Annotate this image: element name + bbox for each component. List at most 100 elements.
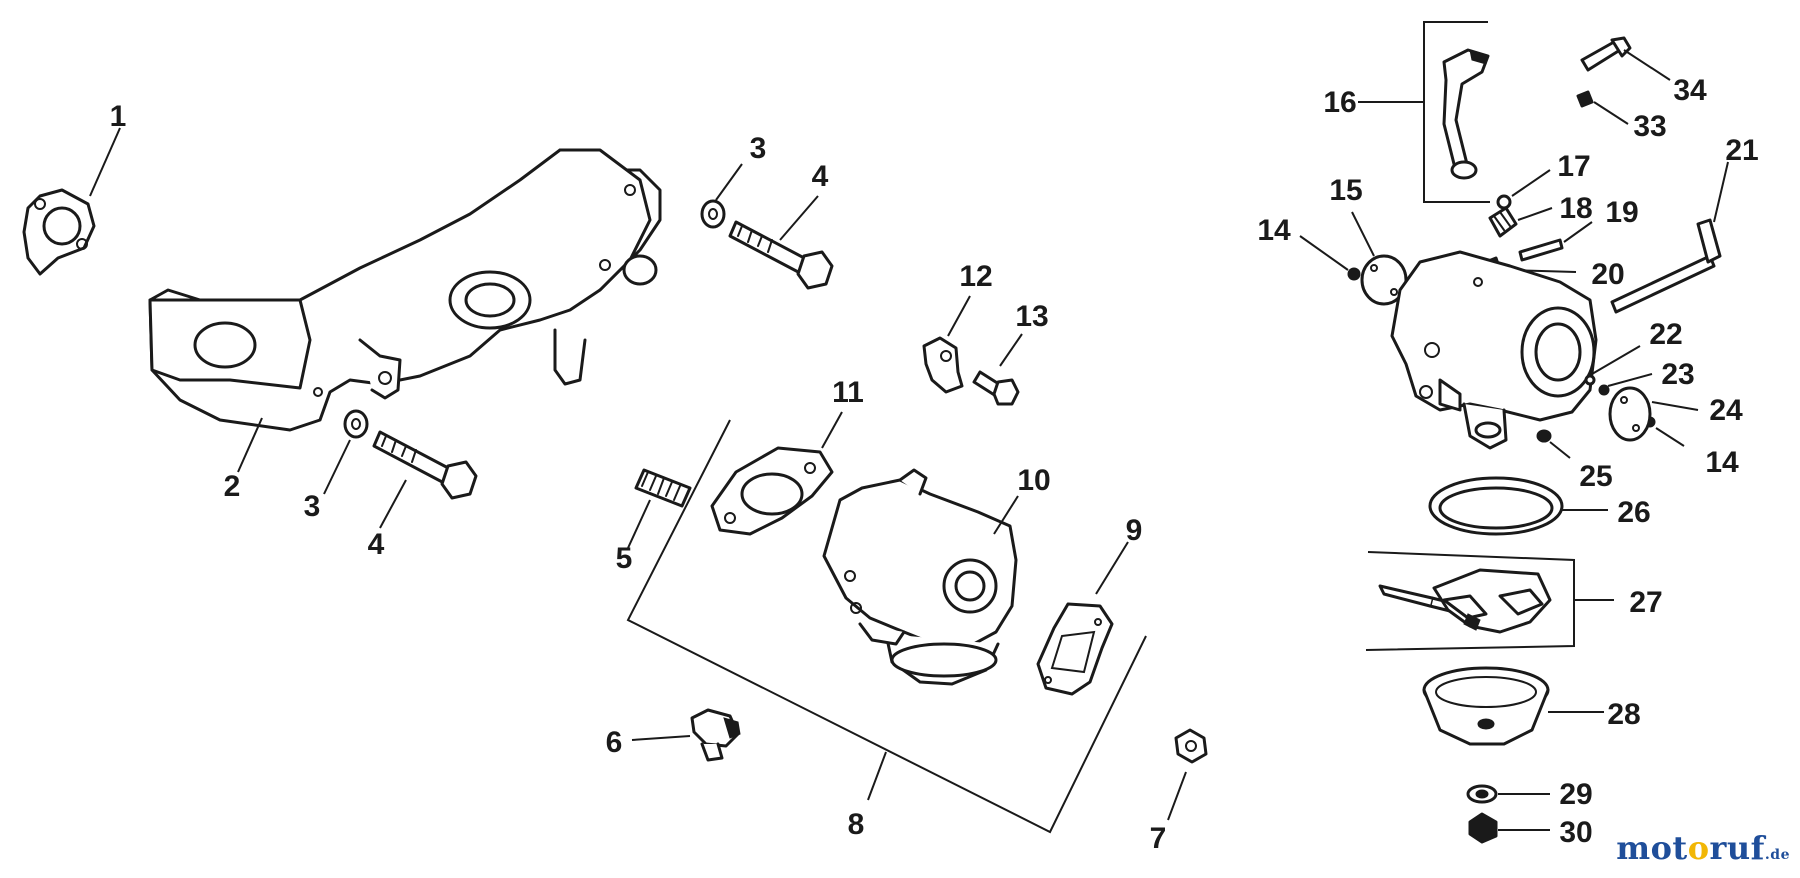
leader-17 [1511,169,1551,197]
callout-2: 2 [224,470,241,503]
callout-30: 30 [1559,816,1592,849]
part-21-throttle-shaft [1610,218,1722,314]
watermark-part-c: ruf [1709,829,1765,867]
leader-3b [323,439,351,495]
part-10-carburetor [822,468,1018,686]
callout-26: 26 [1617,496,1650,529]
callout-18: 18 [1559,192,1592,225]
leader-34 [1623,49,1671,81]
part-24-throttle-plate [1608,386,1652,442]
callout-17: 17 [1557,150,1590,183]
leader-14a [1299,235,1349,271]
leader-8 [867,751,887,801]
callout-1: 1 [110,100,127,133]
callout-29: 29 [1559,778,1592,811]
part-18-spring [1488,206,1518,238]
leader-12 [947,295,971,337]
part-16-choke-assembly [1423,21,1490,203]
leader-6 [631,735,691,741]
part-4-bolt-upper [728,220,834,290]
watermark-tld: .de [1764,847,1790,863]
callout-12: 12 [959,260,992,293]
part-22-screw [1584,374,1596,386]
part-29-washer [1466,784,1498,804]
part-23-washer [1598,384,1610,396]
part-33-spring [1576,90,1594,108]
leader-1 [89,127,121,197]
callout-24: 24 [1709,394,1743,427]
watermark-part-b: o [1687,829,1710,867]
part-9-gasket [1036,602,1114,696]
part-26-gasket-ring [1428,476,1564,536]
callout-19: 19 [1605,196,1638,229]
callout-5: 5 [616,542,633,575]
part-3-washer-upper [700,199,726,229]
callout-4-upper: 4 [812,160,829,193]
callout-14-left: 14 [1257,214,1291,247]
leader-4a [779,195,819,241]
callout-9: 9 [1126,514,1143,547]
callout-25: 25 [1579,460,1612,493]
callout-15: 15 [1329,174,1362,207]
part-15-plate [1360,254,1408,306]
callout-3-lower: 3 [304,490,321,523]
leader-25 [1549,441,1571,459]
leader-7 [1167,771,1187,821]
leader-9 [1095,541,1129,595]
leader-3a [715,163,743,201]
callout-34: 34 [1673,74,1707,107]
part-5-stud [634,468,692,508]
part-1-gasket [22,188,96,276]
leader-5 [627,499,651,549]
callout-22: 22 [1649,318,1682,351]
callout-11: 11 [832,376,864,409]
callout-3-upper: 3 [750,132,767,165]
watermark-part-a: mot [1616,829,1688,867]
leader-24 [1651,401,1699,411]
leader-4b [379,479,407,529]
leader-23 [1607,373,1653,387]
callout-28: 28 [1607,698,1640,731]
leader-18 [1517,207,1553,221]
callout-20: 20 [1591,258,1624,291]
part-34-screw [1580,36,1632,72]
leader-22 [1591,345,1641,375]
callout-16: 16 [1323,86,1356,119]
part-2-manifold [148,148,662,432]
callout-21: 21 [1725,134,1758,167]
part-19-needle [1518,238,1564,262]
callout-13: 13 [1015,300,1048,333]
part-14-screw-left [1347,267,1361,281]
part-17-screw [1496,194,1512,210]
part-8-kit-outline [626,419,1147,834]
callout-10: 10 [1017,464,1050,497]
callout-14-right: 14 [1705,446,1739,479]
leader-14b [1655,427,1685,447]
callout-8: 8 [848,808,865,841]
part-4-bolt-lower [372,430,478,500]
part-13-screw [972,370,1020,406]
carburetor-body-right [1390,250,1598,450]
leader-33 [1593,101,1629,125]
leader-11 [821,411,843,449]
callout-27: 27 [1629,586,1662,619]
leader-19 [1563,221,1593,243]
leader-21 [1713,161,1729,223]
callout-33: 33 [1633,110,1666,143]
callout-7: 7 [1150,822,1167,855]
callout-23: 23 [1661,358,1694,391]
part-6-fitting [690,708,741,762]
part-25-screw [1536,429,1552,443]
callout-4-lower: 4 [368,528,385,561]
leader-2 [237,417,263,473]
part-30-bowl-nut [1468,812,1498,844]
leader-15 [1351,211,1375,257]
part-27-float-assembly [1365,551,1575,651]
part-3-washer-lower [343,409,369,439]
part-11-gasket [710,446,834,536]
part-28-float-bowl [1422,666,1550,746]
callout-6: 6 [606,726,623,759]
motoruf-watermark-logo: motoruf.de [1616,829,1790,867]
